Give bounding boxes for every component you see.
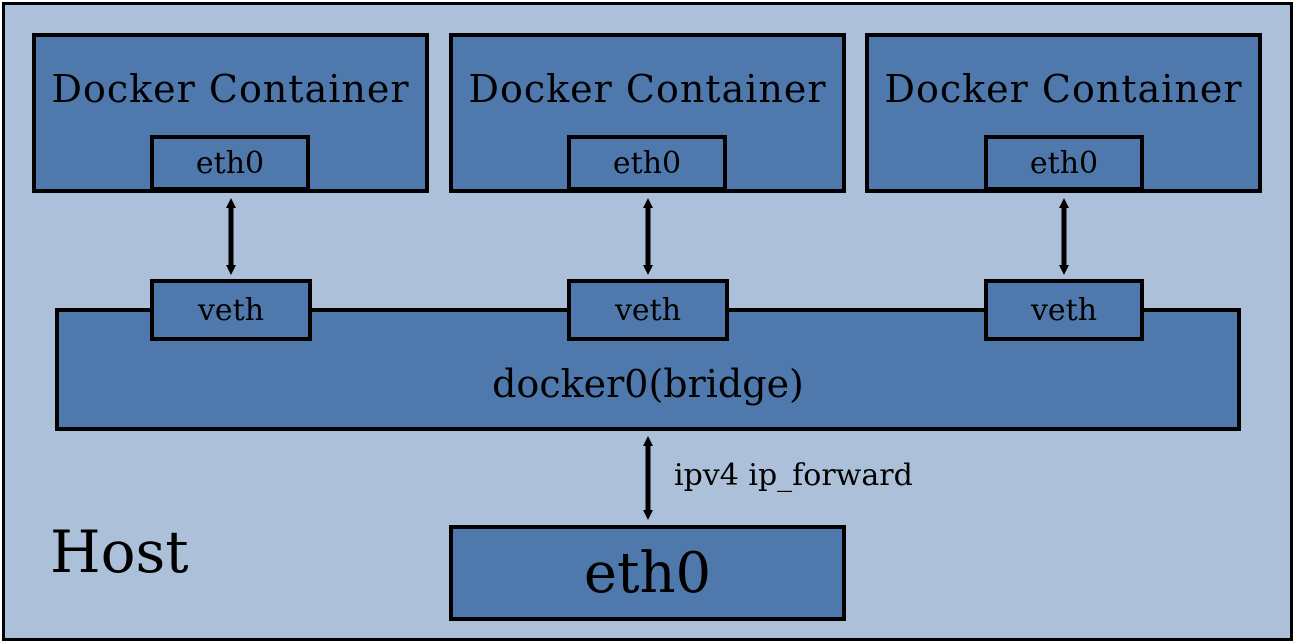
veth-label: veth <box>614 292 682 328</box>
veth-port-1: veth <box>150 279 312 341</box>
veth-label: veth <box>197 292 265 328</box>
veth-label: veth <box>1030 292 1098 328</box>
docker-container-2: Docker Container <box>449 33 846 193</box>
container-eth0-port-1: eth0 <box>150 135 310 191</box>
container-title: Docker Container <box>468 67 827 111</box>
ip-forward-label: ipv4 ip_forward <box>674 458 913 493</box>
host-label: Host <box>50 518 189 586</box>
eth0-label: eth0 <box>195 145 265 181</box>
veth-port-3: veth <box>984 279 1144 341</box>
container-title: Docker Container <box>884 67 1243 111</box>
container-eth0-port-2: eth0 <box>567 135 727 191</box>
bridge-label: docker0(bridge) <box>492 362 804 406</box>
host-eth0-nic: eth0 <box>449 525 846 621</box>
host-eth0-label: eth0 <box>583 540 712 606</box>
veth-port-2: veth <box>567 279 729 341</box>
eth0-label: eth0 <box>612 145 682 181</box>
eth0-label: eth0 <box>1029 145 1099 181</box>
container-title: Docker Container <box>51 67 410 111</box>
container-eth0-port-3: eth0 <box>984 135 1144 191</box>
